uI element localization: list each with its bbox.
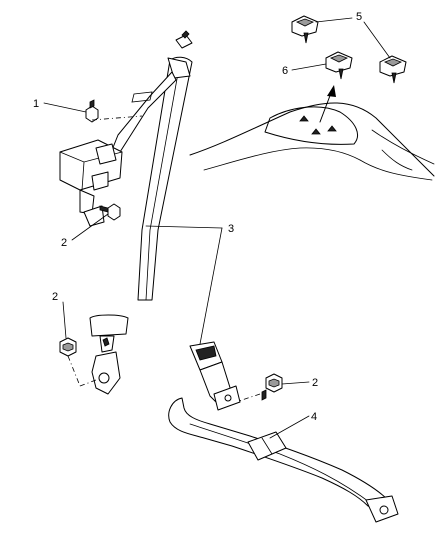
- lower-anchor-plate: [89, 314, 129, 395]
- bolt-2a: [99, 203, 121, 221]
- upper-anchor-bolt: [175, 30, 193, 49]
- anchor-part-5-right: [379, 55, 407, 84]
- anchor-part-6: [325, 51, 353, 80]
- vehicle-rear-body-outline: [189, 102, 435, 181]
- callout-2-upper: 2: [61, 237, 67, 249]
- callout-2-right: 2: [312, 377, 318, 389]
- callout-6: 6: [282, 65, 288, 77]
- callout-3: 3: [228, 223, 234, 235]
- buckle-assembly: [189, 341, 241, 411]
- callout-1: 1: [33, 98, 39, 110]
- bolt-2b: [59, 337, 77, 357]
- lap-belt-webbing: [168, 397, 399, 523]
- direction-arrow: [319, 85, 336, 123]
- anchor-points: [299, 115, 337, 135]
- callout-2-left: 2: [52, 291, 58, 303]
- callout-4: 4: [311, 411, 317, 423]
- anchor-part-5-left: [291, 15, 319, 44]
- retractor-assembly: [59, 139, 123, 227]
- bolt-2c: [261, 373, 283, 401]
- callout-5: 5: [356, 11, 362, 23]
- shoulder-belt-webbing: [137, 56, 193, 301]
- bolt-part-1: [85, 99, 99, 123]
- bolt-alignment-dashes: [67, 115, 261, 403]
- leader-lines: [43, 17, 391, 439]
